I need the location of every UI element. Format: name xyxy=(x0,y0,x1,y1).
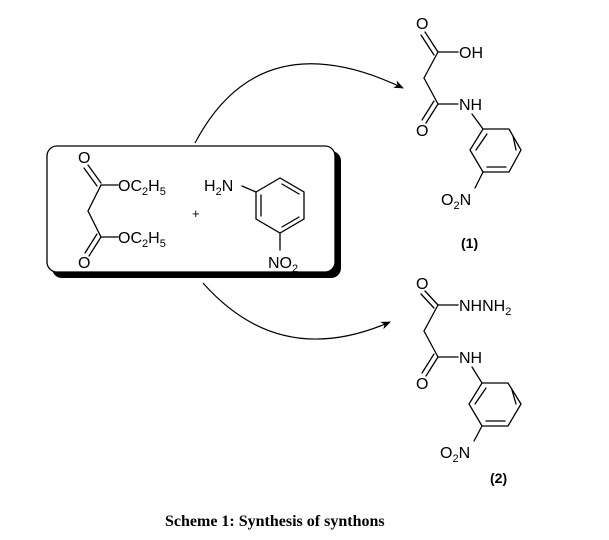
product-1-amide-nh: NH xyxy=(459,97,482,114)
arrow-to-product-2 xyxy=(202,282,391,340)
scheme-caption: Scheme 1: Synthesis of synthons xyxy=(165,513,385,530)
product-1-bottom-oxygen: O xyxy=(416,123,428,140)
product-1: O OH NH O O2N (1) xyxy=(416,16,522,251)
product-2-bottom-oxygen: O xyxy=(416,376,428,393)
malonate-ester-top: OC2H5 xyxy=(118,178,166,198)
malonate-bottom-oxygen: O xyxy=(78,255,90,272)
malonate-ester-bottom: OC2H5 xyxy=(118,230,166,250)
plus-sign: + xyxy=(192,206,200,221)
nitro-group: NO2 xyxy=(268,255,298,275)
product-2-label: (2) xyxy=(490,470,507,486)
product-1-top-oxygen: O xyxy=(416,16,428,33)
diethyl-malonate: O O OC2H5 OC2H5 xyxy=(78,150,166,272)
reactant-box-frame xyxy=(46,145,336,273)
product-1-nitro: O2N xyxy=(441,192,471,212)
reactant-box xyxy=(46,145,341,278)
amine-group: H2N xyxy=(204,178,233,198)
malonate-top-oxygen: O xyxy=(78,150,90,167)
product-2: O NHNH2 NH O O2N (2) xyxy=(416,276,522,486)
arrow-to-product-1 xyxy=(194,63,404,144)
nitroaniline: H2N NO2 xyxy=(204,177,305,275)
product-2-nitro: O2N xyxy=(440,445,470,465)
product-1-hydroxyl: OH xyxy=(459,45,483,62)
product-1-label: (1) xyxy=(461,235,478,251)
product-2-top-oxygen: O xyxy=(416,276,428,293)
product-2-hydrazide: NHNH2 xyxy=(459,298,511,318)
product-2-amide-nh: NH xyxy=(459,350,482,367)
